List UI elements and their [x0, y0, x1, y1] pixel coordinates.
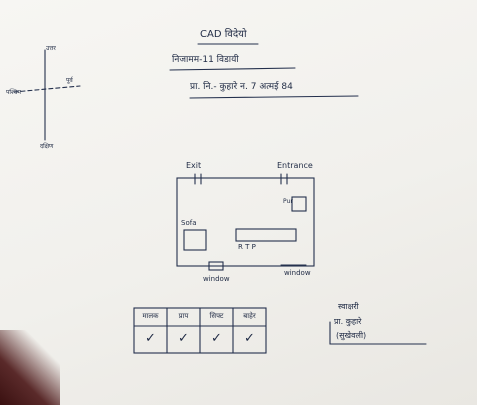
checklist-header-1: मालक — [142, 312, 159, 320]
compass-west-label: पश्चिम — [6, 89, 21, 96]
photo-edge-shadow — [0, 330, 60, 405]
exit-label: Exit — [186, 161, 202, 170]
signature-line-2: प्रा. कुहारे — [334, 317, 362, 326]
sofa-label: Sofa — [181, 219, 197, 227]
checklist-mark-1: ✓ — [145, 331, 156, 346]
entrance-label: Entrance — [277, 161, 313, 170]
checklist-header-2: प्राप — [178, 312, 189, 320]
signature-line-3: (सुखेवली) — [336, 331, 367, 340]
line2-underline — [189, 95, 359, 99]
furniture-top-right — [291, 196, 307, 212]
heading-line-2: प्रा. नि.- कुहारे न. 7 अत्मई 84 — [190, 82, 293, 92]
checklist-mark-3: ✓ — [211, 331, 222, 346]
compass-horizontal-line — [13, 85, 81, 93]
line1-underline — [169, 67, 296, 71]
checklist-header-4: बाहेर — [243, 312, 256, 320]
signature-line-1: स्वाक्षरी — [338, 302, 359, 311]
heading-line-1: निजामम-11 विडायी — [172, 55, 239, 65]
document-title: CAD विदेयो — [200, 29, 247, 40]
compass-east-label: पूर्व — [66, 77, 73, 84]
window-bottom-label: window — [203, 275, 230, 283]
table-label: R T P — [238, 243, 256, 251]
sofa-box — [183, 229, 207, 251]
compass-south-label: दक्षिण — [40, 143, 54, 150]
compass-north-label: उत्तर — [46, 45, 56, 52]
checklist-mark-2: ✓ — [178, 331, 189, 346]
checklist-mark-4: ✓ — [244, 331, 255, 346]
table-box — [235, 228, 297, 242]
signature-bracket — [329, 321, 427, 345]
window-right-label: window — [284, 269, 311, 277]
furniture-label: Pur — [283, 198, 293, 205]
plan-outline — [176, 177, 315, 267]
window-bottom-mark — [208, 261, 224, 271]
checklist-header-3: सिफ्ट — [209, 312, 224, 320]
